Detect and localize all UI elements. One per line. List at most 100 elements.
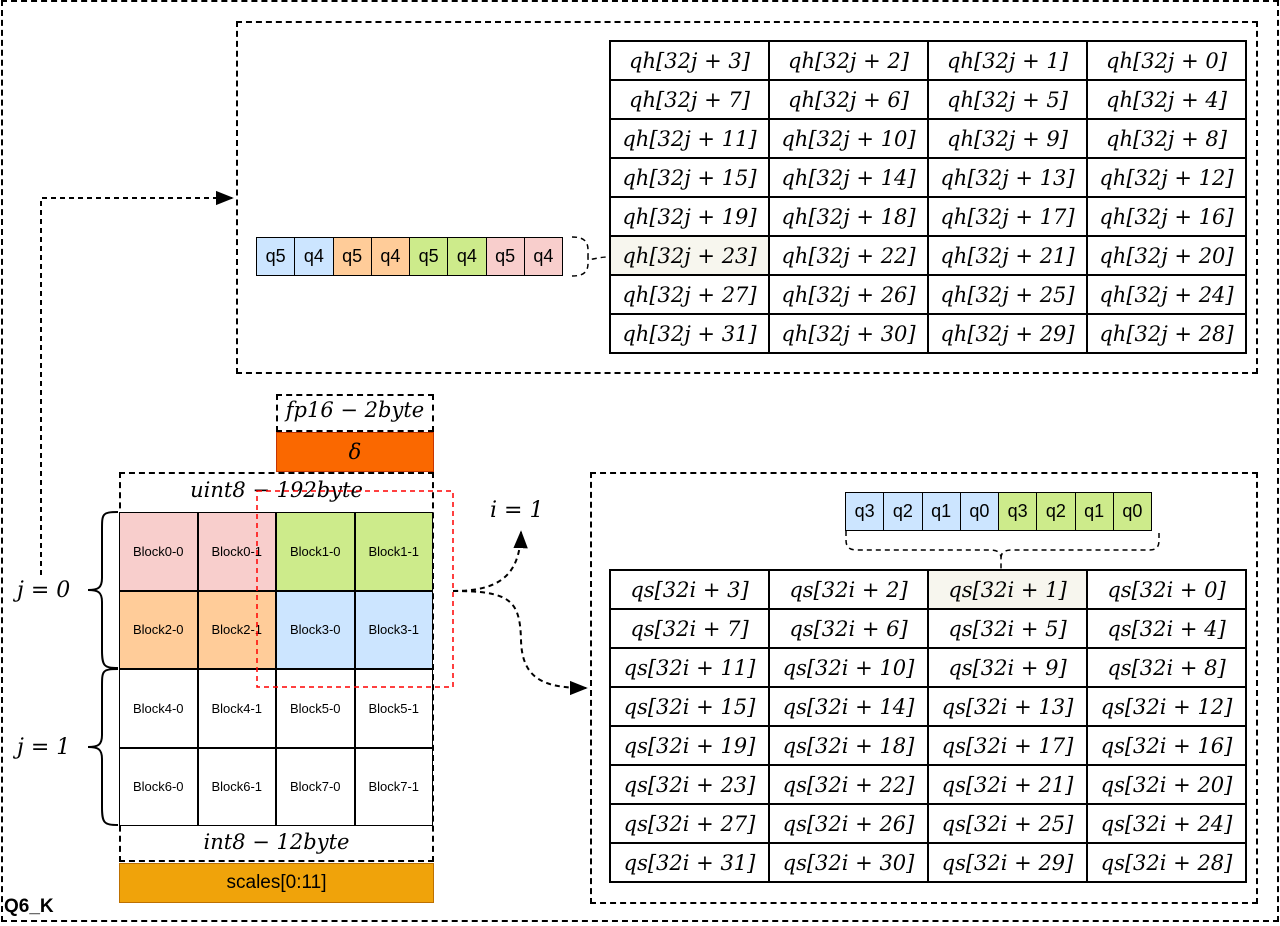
table-cell: qs[32i + 26] bbox=[768, 803, 929, 844]
table-cell: qh[32j + 15] bbox=[609, 157, 770, 198]
delta-box: δ bbox=[276, 432, 434, 472]
table-cell: qs[32i + 14] bbox=[768, 686, 929, 727]
table-cell: qh[32j + 12] bbox=[1086, 157, 1247, 198]
table-cell: qh[32j + 31] bbox=[609, 313, 770, 354]
table-cell: qh[32j + 27] bbox=[609, 274, 770, 315]
table-cell: qs[32i + 21] bbox=[927, 764, 1088, 805]
table-cell: qs[32i + 4] bbox=[1086, 608, 1247, 649]
block-cell: Block4-1 bbox=[197, 669, 276, 748]
qh-bit-cell: q5 bbox=[332, 237, 372, 276]
table-cell: qh[32j + 7] bbox=[609, 79, 770, 120]
table-row: qs[32i + 27]qs[32i + 26]qs[32i + 25]qs[3… bbox=[609, 803, 1247, 844]
table-cell: qh[32j + 22] bbox=[768, 235, 929, 276]
table-cell: qs[32i + 6] bbox=[768, 608, 929, 649]
table-cell: qs[32i + 22] bbox=[768, 764, 929, 805]
table-row: qh[32j + 23]qh[32j + 22]qh[32j + 21]qh[3… bbox=[609, 235, 1247, 276]
table-row: qh[32j + 15]qh[32j + 14]qh[32j + 13]qh[3… bbox=[609, 157, 1247, 198]
table-cell: qs[32i + 23] bbox=[609, 764, 770, 805]
table-cell: qs[32i + 25] bbox=[927, 803, 1088, 844]
table-cell: qh[32j + 21] bbox=[927, 235, 1088, 276]
table-cell: qh[32j + 2] bbox=[768, 40, 929, 81]
scales-box: scales[0:11] bbox=[119, 863, 434, 903]
qs-bit-cell: q3 bbox=[845, 492, 885, 531]
table-cell: qs[32i + 2] bbox=[768, 569, 929, 610]
table-cell: qs[32i + 15] bbox=[609, 686, 770, 727]
delta-symbol: δ bbox=[348, 439, 362, 464]
block-cell: Block0-1 bbox=[197, 512, 276, 591]
qs-bit-cell: q0 bbox=[1112, 492, 1152, 531]
table-row: qh[32j + 11]qh[32j + 10]qh[32j + 9]qh[32… bbox=[609, 118, 1247, 159]
table-cell: qh[32j + 6] bbox=[768, 79, 929, 120]
table-row: qs[32i + 11]qs[32i + 10]qs[32i + 9]qs[32… bbox=[609, 647, 1247, 688]
table-cell: qh[32j + 19] bbox=[609, 196, 770, 237]
table-cell: qh[32j + 4] bbox=[1086, 79, 1247, 120]
table-cell: qs[32i + 19] bbox=[609, 725, 770, 766]
block-cell: Block3-0 bbox=[276, 590, 355, 669]
block-cell: Block3-1 bbox=[354, 590, 433, 669]
block-cell: Block6-0 bbox=[119, 747, 198, 826]
qs-bit-cell: q1 bbox=[1074, 492, 1114, 531]
table-cell: qh[32j + 14] bbox=[768, 157, 929, 198]
table-row: qh[32j + 31]qh[32j + 30]qh[32j + 29]qh[3… bbox=[609, 313, 1247, 354]
qh-detail-frame bbox=[236, 21, 1258, 374]
qh-bit-cell: q5 bbox=[409, 237, 449, 276]
table-cell: qh[32j + 5] bbox=[927, 79, 1088, 120]
delta-type-box bbox=[276, 394, 434, 432]
delta-type-label: fp16 − 2byte bbox=[285, 398, 425, 422]
table-row: qs[32i + 3]qs[32i + 2]qs[32i + 1]qs[32i … bbox=[609, 569, 1247, 610]
qh-bit-cell: q4 bbox=[523, 237, 563, 276]
scales-label: scales[0:11] bbox=[226, 872, 327, 893]
table-row: qh[32j + 3]qh[32j + 2]qh[32j + 1]qh[32j … bbox=[609, 40, 1247, 81]
qh-table: qh[32j + 3]qh[32j + 2]qh[32j + 1]qh[32j … bbox=[609, 40, 1247, 354]
table-cell: qh[32j + 8] bbox=[1086, 118, 1247, 159]
table-cell: qh[32j + 30] bbox=[768, 313, 929, 354]
block-cell: Block6-1 bbox=[197, 747, 276, 826]
table-cell: qh[32j + 24] bbox=[1086, 274, 1247, 315]
table-row: qs[32i + 19]qs[32i + 18]qs[32i + 17]qs[3… bbox=[609, 725, 1247, 766]
qh-bit-cell: q4 bbox=[370, 237, 410, 276]
table-cell: qh[32j + 16] bbox=[1086, 196, 1247, 237]
table-cell: qs[32i + 8] bbox=[1086, 647, 1247, 688]
table-row: qh[32j + 7]qh[32j + 6]qh[32j + 5]qh[32j … bbox=[609, 79, 1247, 120]
table-cell: qh[32j + 9] bbox=[927, 118, 1088, 159]
block-cell: Block2-0 bbox=[119, 590, 198, 669]
qs-bit-cell: q3 bbox=[998, 492, 1038, 531]
block-cell: Block4-0 bbox=[119, 669, 198, 748]
qs-bit-cell: q2 bbox=[883, 492, 923, 531]
table-cell: qs[32i + 3] bbox=[609, 569, 770, 610]
qs-detail-frame bbox=[590, 472, 1258, 904]
qs-bit-cell: q1 bbox=[921, 492, 961, 531]
table-row: qh[32j + 19]qh[32j + 18]qh[32j + 17]qh[3… bbox=[609, 196, 1247, 237]
qs-bit-cell: q2 bbox=[1036, 492, 1076, 531]
table-cell: qs[32i + 10] bbox=[768, 647, 929, 688]
table-cell: qs[32i + 1] bbox=[927, 569, 1088, 610]
table-row: qs[32i + 7]qs[32i + 6]qs[32i + 5]qs[32i … bbox=[609, 608, 1247, 649]
block-cell: Block5-0 bbox=[276, 669, 355, 748]
table-cell: qs[32i + 7] bbox=[609, 608, 770, 649]
block-cell: Block1-1 bbox=[354, 512, 433, 591]
block-cell: Block7-0 bbox=[276, 747, 355, 826]
block-cell: Block1-0 bbox=[276, 512, 355, 591]
table-cell: qs[32i + 13] bbox=[927, 686, 1088, 727]
block-cell: Block0-0 bbox=[119, 512, 198, 591]
table-cell: qs[32i + 0] bbox=[1086, 569, 1247, 610]
table-cell: qh[32j + 17] bbox=[927, 196, 1088, 237]
quants-type-label: uint8 − 192byte bbox=[190, 478, 363, 502]
table-row: qh[32j + 27]qh[32j + 26]qh[32j + 25]qh[3… bbox=[609, 274, 1247, 315]
table-cell: qs[32i + 28] bbox=[1086, 842, 1247, 883]
qs-bit-cell: q0 bbox=[959, 492, 999, 531]
block-cell: Block5-1 bbox=[354, 669, 433, 748]
j0-label: j = 0 bbox=[17, 578, 71, 603]
table-cell: qh[32j + 3] bbox=[609, 40, 770, 81]
table-cell: qs[32i + 12] bbox=[1086, 686, 1247, 727]
block-cell: Block2-1 bbox=[197, 590, 276, 669]
table-cell: qs[32i + 27] bbox=[609, 803, 770, 844]
table-cell: qs[32i + 16] bbox=[1086, 725, 1247, 766]
qh-bit-cell: q5 bbox=[256, 237, 296, 276]
diagram-title: Q6_K bbox=[4, 896, 54, 917]
table-cell: qh[32j + 29] bbox=[927, 313, 1088, 354]
table-cell: qh[32j + 0] bbox=[1086, 40, 1247, 81]
